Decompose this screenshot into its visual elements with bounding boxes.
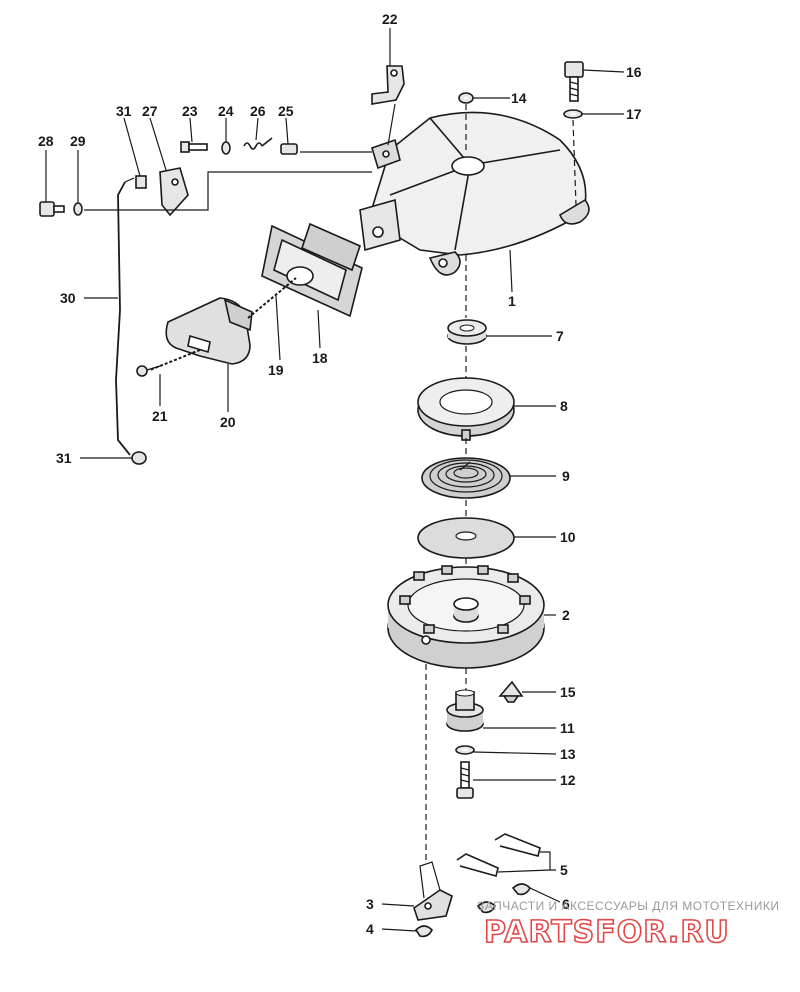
callout-16: 16 [626, 64, 642, 80]
callout-29: 29 [70, 133, 86, 149]
callout-30: 30 [60, 290, 76, 306]
clip-part-31-top [135, 175, 147, 189]
callout-3: 3 [366, 896, 374, 912]
callout-15: 15 [560, 684, 576, 700]
callout-14: 14 [511, 90, 527, 106]
plate-part-10 [417, 517, 515, 559]
pawl-part-3 [413, 861, 453, 921]
nut-part-14 [458, 92, 474, 104]
starter-housing-part [359, 111, 590, 276]
callout-31-bottom: 31 [56, 450, 72, 466]
callout-20: 20 [220, 414, 236, 430]
assembly-axis-lines [84, 103, 577, 860]
lever-part-22 [371, 65, 405, 105]
callout-2: 2 [562, 607, 570, 623]
pulley-part-2 [387, 565, 545, 669]
callout-21: 21 [152, 408, 168, 424]
washer-part-29 [73, 202, 83, 216]
link-rod-part-30 [115, 177, 135, 456]
callout-26: 26 [250, 103, 266, 119]
callout-1: 1 [508, 293, 516, 309]
spring-part-26 [243, 137, 273, 150]
rope-clip-part-21 [136, 365, 161, 377]
callout-11: 11 [560, 720, 575, 736]
clip-part-31-bottom [131, 451, 147, 465]
bushing-part-7 [447, 319, 487, 345]
callout-18: 18 [312, 350, 328, 366]
collar-part-11 [446, 689, 484, 732]
bracket-part-27 [159, 167, 189, 217]
washer-part-24 [221, 141, 231, 155]
bolt-part-12 [456, 761, 474, 799]
screw-part-28 [39, 201, 65, 217]
washer-part-13 [455, 745, 475, 755]
callout-12: 12 [560, 772, 576, 788]
callout-4: 4 [366, 921, 374, 937]
clip-part-6 [476, 883, 531, 914]
callout-7: 7 [556, 328, 564, 344]
starter-handle-part-20 [165, 297, 253, 365]
rope-guide-part-18 [261, 222, 363, 318]
clip-part-4 [414, 925, 433, 938]
callout-23: 23 [182, 103, 198, 119]
callout-22: 22 [382, 11, 398, 27]
screw-part-23 [180, 141, 208, 153]
callout-labels: 22 16 14 17 31 27 23 24 26 25 28 29 1 30… [38, 11, 642, 937]
rope-part-19 [149, 277, 297, 371]
callout-31-top: 31 [116, 103, 132, 119]
spring-case-part-8 [417, 377, 515, 441]
callout-9: 9 [562, 468, 570, 484]
callout-13: 13 [560, 746, 576, 762]
callout-5: 5 [560, 862, 568, 878]
cleat-part-15 [498, 680, 524, 703]
leader-lines [45, 28, 625, 932]
spring-part-5 [456, 833, 541, 877]
callout-8: 8 [560, 398, 568, 414]
callout-28: 28 [38, 133, 54, 149]
callout-10: 10 [560, 529, 576, 545]
callout-17: 17 [626, 106, 642, 122]
washer-part-17 [563, 109, 583, 119]
callout-25: 25 [278, 103, 294, 119]
recoil-spring-part-9 [421, 457, 511, 499]
callout-19: 19 [268, 362, 284, 378]
bolt-part-16 [564, 61, 584, 102]
pin-part-25 [280, 143, 298, 155]
callout-6: 6 [562, 896, 570, 912]
callout-24: 24 [218, 103, 234, 119]
watermark-logo: PARTSFOR.RU [484, 915, 730, 950]
callout-27: 27 [142, 103, 158, 119]
watermark: ЗАПЧАСТИ И АКСЕССУАРЫ ДЛЯ МОТОТЕХНИКИ PA… [477, 899, 779, 951]
watermark-tagline: ЗАПЧАСТИ И АКСЕССУАРЫ ДЛЯ МОТОТЕХНИКИ [477, 899, 779, 913]
